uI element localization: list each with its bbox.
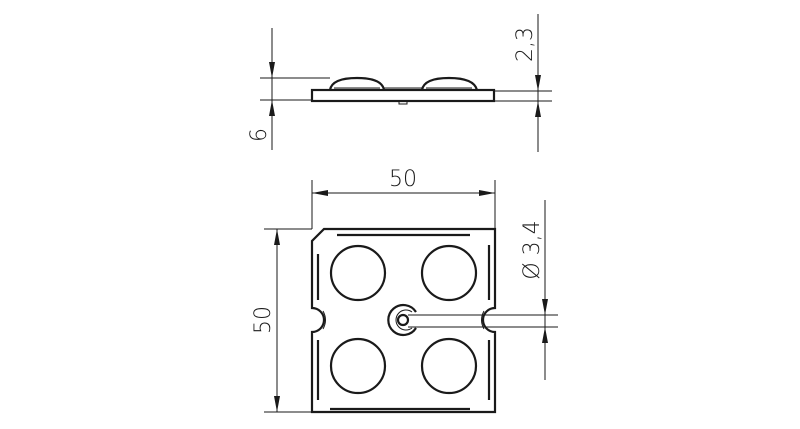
vertical-dimension: 50 xyxy=(251,228,312,413)
vertical-label: 50 xyxy=(251,306,276,334)
plate-outline xyxy=(310,227,497,414)
side-plate xyxy=(310,88,496,103)
side-pin xyxy=(398,100,408,105)
height-dimension: 6 xyxy=(247,28,330,150)
top-view: 50 50 Ø 3,4 xyxy=(251,167,558,414)
side-view: 6 2,3 xyxy=(247,14,552,152)
cable-clip xyxy=(387,303,417,337)
side-lenses xyxy=(328,76,479,91)
hole-diameter-label: Ø 3,4 xyxy=(520,220,545,279)
lens-bottom-right xyxy=(420,337,478,395)
height-label: 6 xyxy=(247,128,272,142)
center-hole xyxy=(396,313,410,327)
lens-bottom-left xyxy=(329,337,387,395)
thickness-label: 2,3 xyxy=(513,27,538,62)
thickness-dimension: 2,3 xyxy=(494,14,552,152)
width-dimension: 50 xyxy=(311,167,496,229)
plate-grooves xyxy=(316,233,491,411)
lens-top-left xyxy=(329,244,387,302)
lens-top-right xyxy=(420,244,478,302)
width-label: 50 xyxy=(389,167,417,192)
hole-diameter-dimension: Ø 3,4 xyxy=(408,200,558,380)
